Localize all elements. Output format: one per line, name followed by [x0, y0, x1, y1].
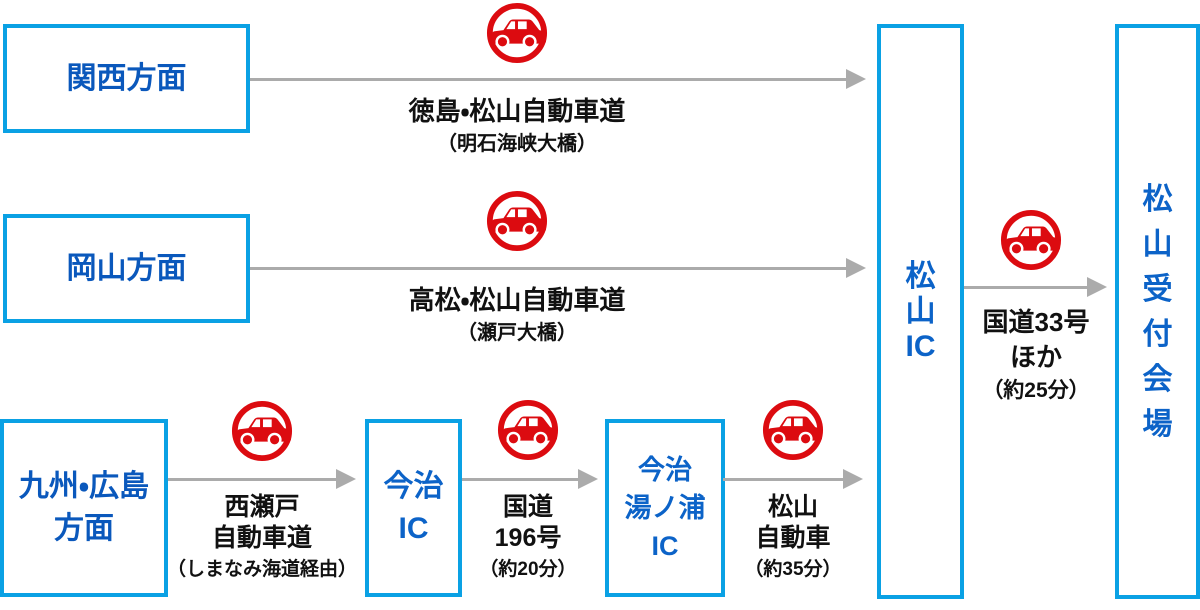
arrow-line [964, 285, 1091, 289]
arrow-kansai-to-matsuyama-ic [250, 68, 866, 90]
route-name-line2: 自動車 [755, 524, 831, 552]
route-via: （しまなみ海道経由） [166, 559, 357, 580]
route-label-route33: 国道33号 ほか （約25分） [956, 305, 1116, 404]
route-label-nishiseto: 西瀬戸 自動車道 （しまなみ海道経由） [142, 492, 382, 582]
route-name: 高松・松山自動車道 [408, 285, 626, 315]
node-imabari-ic-label-line2: IC [398, 512, 429, 545]
node-matsuyama-venue-char1: 松 [1142, 182, 1173, 216]
node-matsuyama-ic: 松 山 IC [877, 24, 964, 599]
arrow-head-icon [846, 258, 866, 278]
node-matsuyama-venue-char5: 会 [1142, 362, 1173, 396]
route-duration: （約25分） [982, 379, 1090, 402]
arrow-kyushu-to-imabari-ic [168, 468, 356, 490]
route-name-line1: 西瀬戸 [224, 493, 300, 521]
route-via: （明石海峡大橋） [437, 133, 597, 155]
car-icon [497, 399, 559, 461]
node-imabari-yunoura-ic-label-line3: IC [651, 531, 679, 561]
arrow-head-icon [578, 469, 598, 489]
node-imabari-yunoura-ic-label-line2: 湯ノ浦 [624, 493, 706, 523]
arrow-head-icon [336, 469, 356, 489]
car-icon [1000, 209, 1062, 271]
car-icon [486, 190, 548, 252]
arrow-yunoura-to-matsuyama-ic [723, 468, 863, 490]
arrow-imabari-to-yunoura [462, 468, 598, 490]
car-icon [486, 2, 548, 64]
arrow-line [250, 266, 850, 270]
node-okayama: 岡山方面 [3, 214, 250, 323]
arrow-line [723, 477, 847, 481]
route-name: 徳島・松山自動車道 [408, 96, 626, 126]
arrow-head-icon [1087, 277, 1107, 297]
car-icon [231, 400, 293, 462]
route-label-tokushima-matsuyama: 徳島・松山自動車道 （明石海峡大橋） [357, 95, 677, 157]
route-name-line1: 松山 [767, 493, 818, 521]
route-name-line2: ほか [1009, 342, 1062, 372]
route-duration: （約20分） [479, 559, 577, 580]
node-imabari-ic: 今治 IC [365, 419, 462, 597]
route-name-line1: 国道33号 [982, 307, 1090, 337]
node-matsuyama-venue-char4: 付 [1142, 317, 1173, 351]
node-kansai-label: 関西方面 [66, 61, 187, 95]
route-duration: （約35分） [744, 559, 842, 580]
node-kansai: 関西方面 [3, 24, 250, 133]
node-matsuyama-venue-char6: 場 [1142, 407, 1173, 441]
route-label-takamatsu-matsuyama: 高松・松山自動車道 （瀬戸大橋） [357, 284, 677, 346]
node-imabari-yunoura-ic-label-line1: 今治 [638, 455, 692, 485]
node-matsuyama-ic-char1: 松 [905, 260, 936, 293]
node-kyushu-hiroshima-label-line2: 方面 [54, 512, 114, 545]
node-imabari-yunoura-ic: 今治 湯ノ浦 IC [605, 419, 725, 597]
route-name-line2: 196号 [494, 524, 562, 552]
arrow-line [250, 77, 850, 81]
node-imabari-ic-label-line1: 今治 [383, 470, 444, 503]
arrow-head-icon [846, 69, 866, 89]
route-label-matsuyama-expressway: 松山 自動車 （約35分） [693, 492, 893, 582]
arrow-line [462, 477, 582, 481]
node-matsuyama-venue-char2: 山 [1142, 227, 1173, 261]
node-matsuyama-ic-char3: IC [905, 330, 936, 363]
node-matsuyama-venue-char3: 受 [1142, 272, 1173, 306]
route-label-route196: 国道 196号 （約20分） [428, 492, 628, 582]
route-via: （瀬戸大橋） [457, 322, 577, 344]
node-matsuyama-ic-char2: 山 [905, 295, 936, 328]
arrow-head-icon [843, 469, 863, 489]
route-name-line2: 自動車道 [211, 524, 312, 552]
node-matsuyama-venue: 松 山 受 付 会 場 [1115, 24, 1200, 599]
node-okayama-label: 岡山方面 [66, 251, 187, 285]
node-kyushu-hiroshima: 九州・広島 方面 [0, 419, 168, 597]
node-kyushu-hiroshima-label-line1: 九州・広島 [18, 470, 150, 503]
route-name-line1: 国道 [502, 493, 553, 521]
arrow-okayama-to-matsuyama-ic [250, 257, 866, 279]
car-icon [762, 399, 824, 461]
arrow-line [168, 477, 340, 481]
arrow-matsuyama-ic-to-venue [964, 276, 1107, 298]
